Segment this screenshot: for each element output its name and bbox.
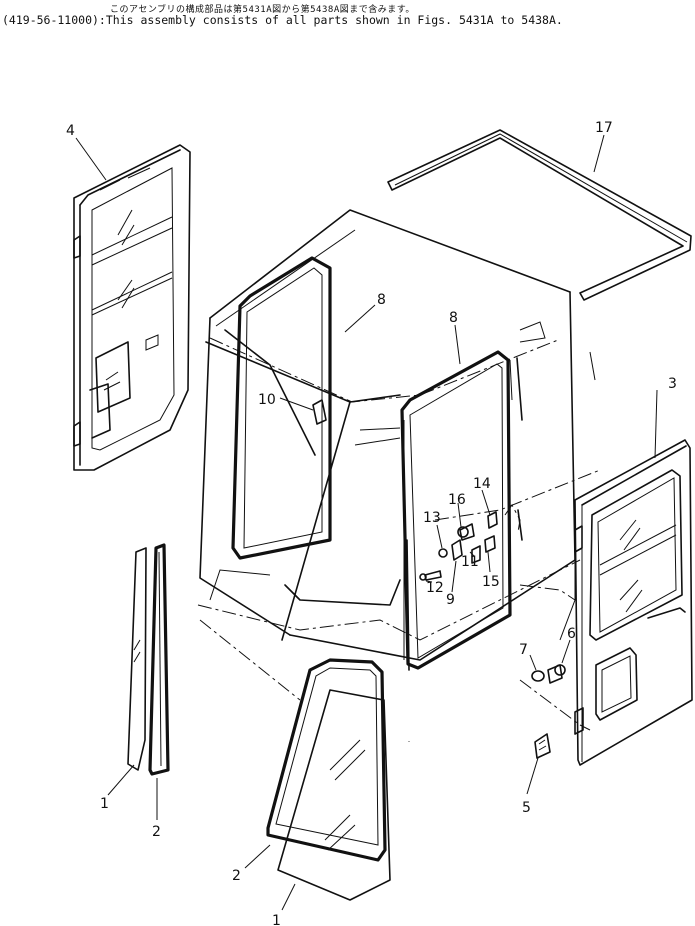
callout-7-washer: 7 bbox=[519, 642, 528, 658]
reference-lines bbox=[197, 337, 601, 731]
part-10-latch bbox=[279, 397, 327, 425]
callout-4-left-door: 4 bbox=[66, 123, 75, 139]
callout-15: 15 bbox=[482, 574, 500, 590]
cab-body bbox=[199, 209, 596, 661]
callout-3-right-door: 3 bbox=[668, 376, 677, 392]
callout-5-plate: 5 bbox=[522, 800, 531, 816]
callout-8-front-seal: 8 bbox=[449, 310, 458, 326]
callout-9: 9 bbox=[446, 592, 455, 608]
callout-2-strip-seal: 2 bbox=[152, 824, 161, 840]
callout-6-bolt: 6 bbox=[567, 626, 576, 642]
callout-13: 13 bbox=[423, 510, 441, 526]
english-note: (419-56-11000):This assembly consists of… bbox=[2, 13, 563, 27]
callout-2-corner-seal: 2 bbox=[232, 868, 241, 884]
part-5-plate bbox=[534, 733, 551, 759]
callout-labels: 1 1 2 2 3 4 5 6 7 8 8 9 10 11 12 13 14 1… bbox=[66, 120, 677, 926]
part-1-2-strip-glass-seal bbox=[127, 543, 170, 776]
callout-17-roof-seal: 17 bbox=[595, 120, 613, 136]
callout-8-left-seal: 8 bbox=[377, 292, 386, 308]
callout-16: 16 bbox=[448, 492, 466, 508]
callout-1-corner-glass: 1 bbox=[272, 913, 281, 926]
part-4-left-door bbox=[73, 137, 191, 471]
small-hardware bbox=[419, 504, 521, 581]
part-3-right-door bbox=[574, 389, 693, 766]
callout-11: 11 bbox=[461, 554, 479, 570]
part-6-7-bolt-washer bbox=[531, 664, 566, 684]
part-8-left-window-seal bbox=[231, 256, 332, 560]
part-8-front-window-seal bbox=[400, 350, 512, 671]
part-1-2-corner-glass-seal bbox=[266, 658, 391, 901]
speck-dot: . bbox=[408, 735, 410, 744]
callout-10-latch: 10 bbox=[258, 392, 276, 408]
callout-14: 14 bbox=[473, 476, 491, 492]
leader-lines bbox=[107, 134, 605, 911]
callout-12: 12 bbox=[426, 580, 444, 596]
callout-1-strip-glass: 1 bbox=[100, 796, 109, 812]
part-17-roof-seal bbox=[387, 129, 692, 301]
japanese-note: このアセンブリの構成部品は第5431A図から第5438A図まで含みます。 bbox=[110, 5, 415, 15]
